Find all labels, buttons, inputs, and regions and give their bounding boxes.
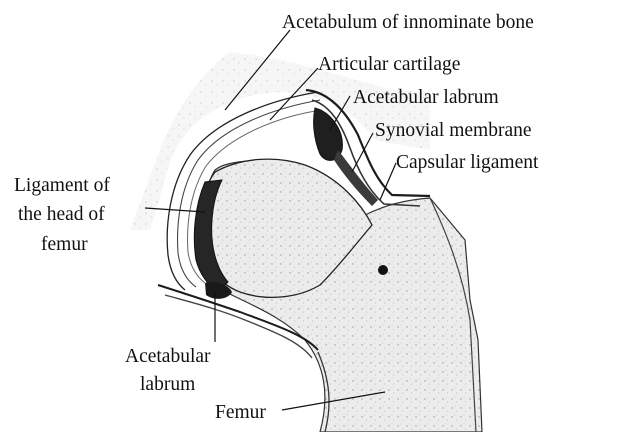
- label-femur: Femur: [215, 402, 266, 423]
- label-acetabular-labrum-bottom-line1: Acetabular: [125, 346, 211, 367]
- label-ligament-head-line3: femur: [41, 234, 88, 255]
- label-acetabular-labrum-top: Acetabular labrum: [353, 87, 499, 108]
- label-acetabular-labrum-bottom-line2: labrum: [140, 374, 195, 395]
- label-ligament-head-line2: the head of: [18, 204, 105, 225]
- label-acetabulum-innominate: Acetabulum of innominate bone: [282, 12, 534, 33]
- leader-synovial: [352, 133, 373, 172]
- label-capsular-ligament: Capsular ligament: [396, 152, 539, 173]
- label-articular-cartilage: Articular cartilage: [318, 54, 460, 75]
- bone-spot: [378, 265, 388, 275]
- label-synovial-membrane: Synovial membrane: [375, 120, 532, 141]
- label-ligament-head-line1: Ligament of: [14, 175, 110, 196]
